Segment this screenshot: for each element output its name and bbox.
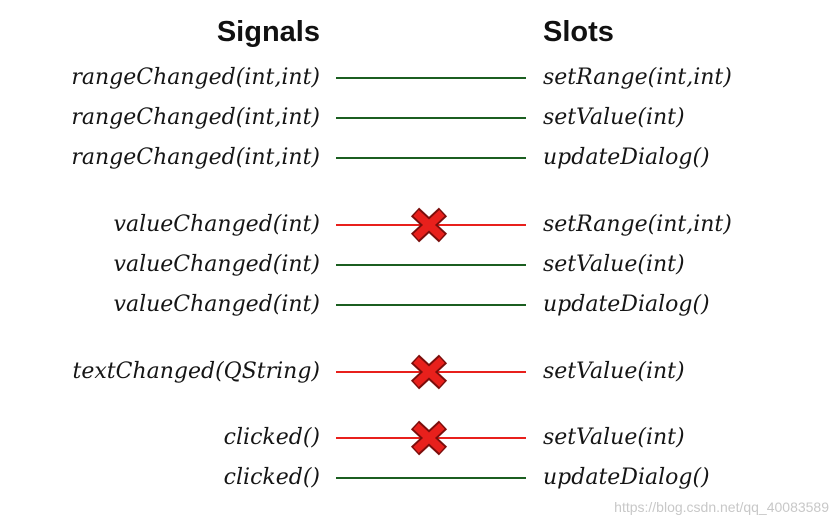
- slot-label: updateDialog(): [543, 145, 710, 170]
- slot-label: updateDialog(): [543, 465, 710, 490]
- slot-label: setValue(int): [543, 252, 685, 277]
- signal-label: clicked(): [223, 465, 320, 490]
- signals-header: Signals: [216, 16, 320, 48]
- connection-line: [336, 304, 526, 306]
- connection-row: clicked() setValue(int): [0, 418, 837, 458]
- connection-row: valueChanged(int) setValue(int): [0, 245, 837, 285]
- signal-label: rangeChanged(int,int): [71, 145, 320, 170]
- connection-row: valueChanged(int) updateDialog(): [0, 285, 837, 325]
- connection-row: clicked() updateDialog(): [0, 458, 837, 498]
- slot-label: setValue(int): [543, 359, 685, 384]
- slot-label: setValue(int): [543, 105, 685, 130]
- slot-label: setRange(int,int): [543, 212, 732, 237]
- cross-icon: [410, 420, 448, 456]
- cross-icon: [410, 207, 448, 243]
- signal-label: clicked(): [223, 425, 320, 450]
- slot-label: setValue(int): [543, 425, 685, 450]
- connection-line: [336, 77, 526, 79]
- connection-row: valueChanged(int) setRange(int,int): [0, 205, 837, 245]
- signal-label: rangeChanged(int,int): [71, 105, 320, 130]
- connection-row: rangeChanged(int,int) setValue(int): [0, 98, 837, 138]
- signal-label: textChanged(QString): [72, 359, 321, 384]
- cross-icon: [410, 354, 448, 390]
- signal-label: valueChanged(int): [113, 252, 320, 277]
- signal-label: valueChanged(int): [113, 292, 320, 317]
- slot-label: updateDialog(): [543, 292, 710, 317]
- signal-label: valueChanged(int): [113, 212, 320, 237]
- signal-label: rangeChanged(int,int): [71, 65, 320, 90]
- connection-row: rangeChanged(int,int) setRange(int,int): [0, 58, 837, 98]
- slot-label: setRange(int,int): [543, 65, 732, 90]
- connection-line: [336, 477, 526, 479]
- slots-header: Slots: [543, 16, 614, 48]
- connection-row: rangeChanged(int,int) updateDialog(): [0, 138, 837, 178]
- connection-row: textChanged(QString) setValue(int): [0, 352, 837, 392]
- connection-line: [336, 117, 526, 119]
- connection-line: [336, 157, 526, 159]
- watermark: https://blog.csdn.net/qq_40083589: [614, 499, 829, 515]
- connection-line: [336, 264, 526, 266]
